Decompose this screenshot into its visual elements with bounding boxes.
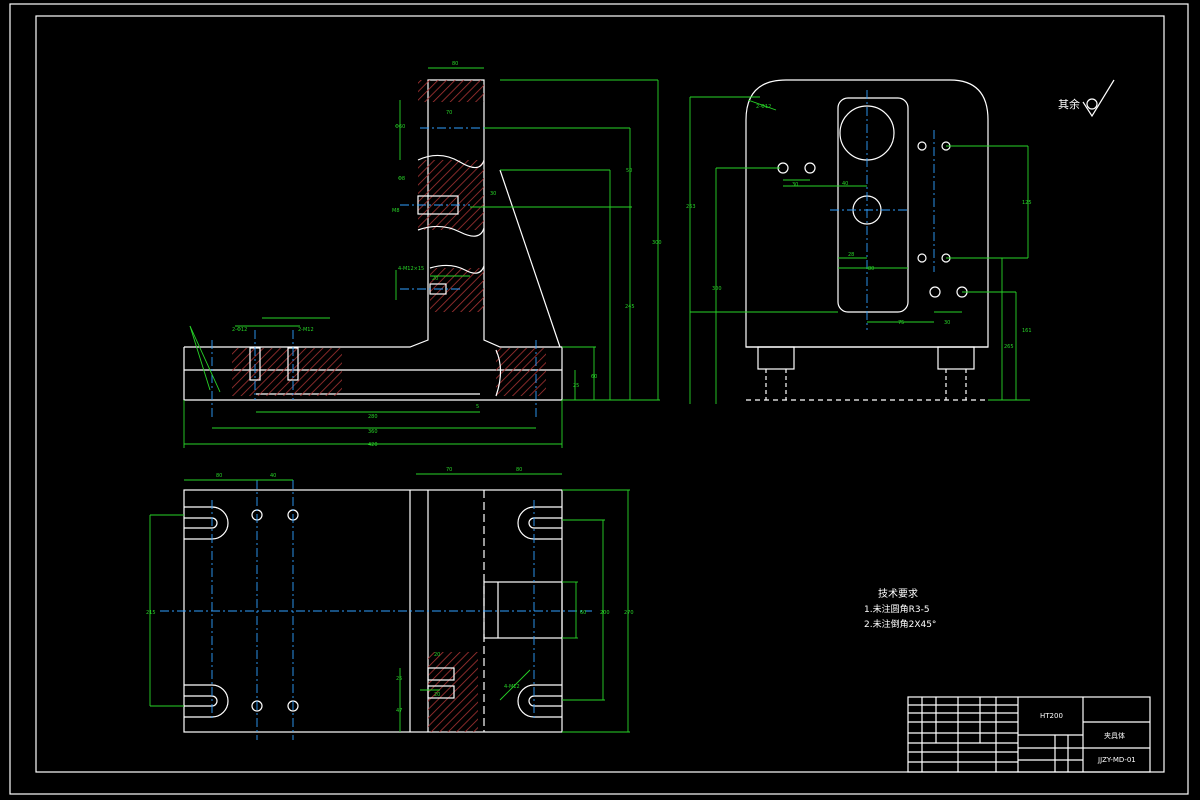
top-view (149, 473, 630, 740)
dim-text: M8 (392, 208, 400, 214)
title-block (907, 696, 1151, 773)
dim-text: 265 (1004, 344, 1014, 350)
dim-text: Φ60 (395, 124, 405, 130)
dim-text: 25 (396, 676, 402, 682)
dim-text: 360 (368, 429, 378, 435)
dim-text: 28 (848, 252, 854, 258)
dim-text: 30 (944, 320, 950, 326)
dim-text: 200 (600, 610, 610, 616)
dim-text: 80 (868, 266, 874, 272)
dim-text: 263 (686, 204, 696, 210)
front-view (183, 67, 660, 448)
dim-text: 2-M12 (298, 327, 314, 333)
outer-border (9, 3, 1189, 795)
tech-req-title: 技术要求 (878, 587, 918, 600)
dim-text: 40 (842, 181, 848, 187)
top-view-dimensions: 80 40 70 80 215 60 200 270 20 25 47 4-M1… (146, 467, 634, 714)
part-name-label: 夹具体 (1104, 731, 1125, 740)
dim-text: 60 (580, 610, 586, 616)
dim-text: 2-Φ12 (232, 327, 247, 333)
dim-text: 70 (446, 467, 452, 473)
dim-text: 47 (396, 708, 402, 714)
dim-text: 5 (476, 404, 479, 410)
tech-req-line2: 2.未注倒角2X45° (864, 618, 936, 630)
dim-text: 80 (216, 473, 222, 479)
dim-text: 75 (898, 320, 904, 326)
dim-text: 245 (625, 304, 635, 310)
dim-text: 30 (490, 191, 496, 197)
dim-text: 25 (573, 383, 579, 389)
dim-text: 300 (712, 286, 722, 292)
dim-text: 80 (516, 467, 522, 473)
dim-text: 60 (591, 374, 597, 380)
dim-text: Φ8 (398, 176, 405, 182)
dim-text: 30 (792, 182, 798, 188)
roughness-symbol (1082, 79, 1115, 118)
dim-text: 4-M12 (504, 684, 520, 690)
inner-border (35, 15, 1165, 773)
dim-text: 20 (434, 692, 440, 698)
material-label: HT200 (1040, 712, 1063, 720)
roughness-note: 其余 (1058, 97, 1080, 111)
tech-req-line1: 1.未注圆角R3-5 (864, 603, 930, 615)
dim-text: 215 (146, 610, 156, 616)
dim-text: 20 (434, 652, 440, 658)
dim-text: 161 (1022, 328, 1032, 334)
dim-text: 420 (368, 442, 378, 448)
side-view-dimensions: 2-Φ12 30 40 28 80 75 30 300 125 263 161 … (686, 104, 1032, 350)
side-view (689, 79, 1030, 404)
dim-text: 40 (270, 473, 276, 479)
dim-text: 280 (368, 414, 378, 420)
dim-text: 300 (652, 240, 662, 246)
dim-text: 2-Φ12 (756, 104, 771, 110)
drawing-number-label: JJZY-MD-01 (1097, 756, 1136, 764)
dim-text: 70 (446, 110, 452, 116)
dim-text: 20 (432, 276, 438, 282)
front-view-dimensions: 80 70 Φ60 50 Φ8 M8 4-M12×15 20 300 245 2… (232, 61, 662, 448)
dim-text: 125 (1022, 200, 1032, 206)
dim-text: 50 (626, 168, 632, 174)
dim-text: 4-M12×15 (398, 266, 424, 272)
dim-text: 80 (452, 61, 458, 67)
dim-text: 270 (624, 610, 634, 616)
